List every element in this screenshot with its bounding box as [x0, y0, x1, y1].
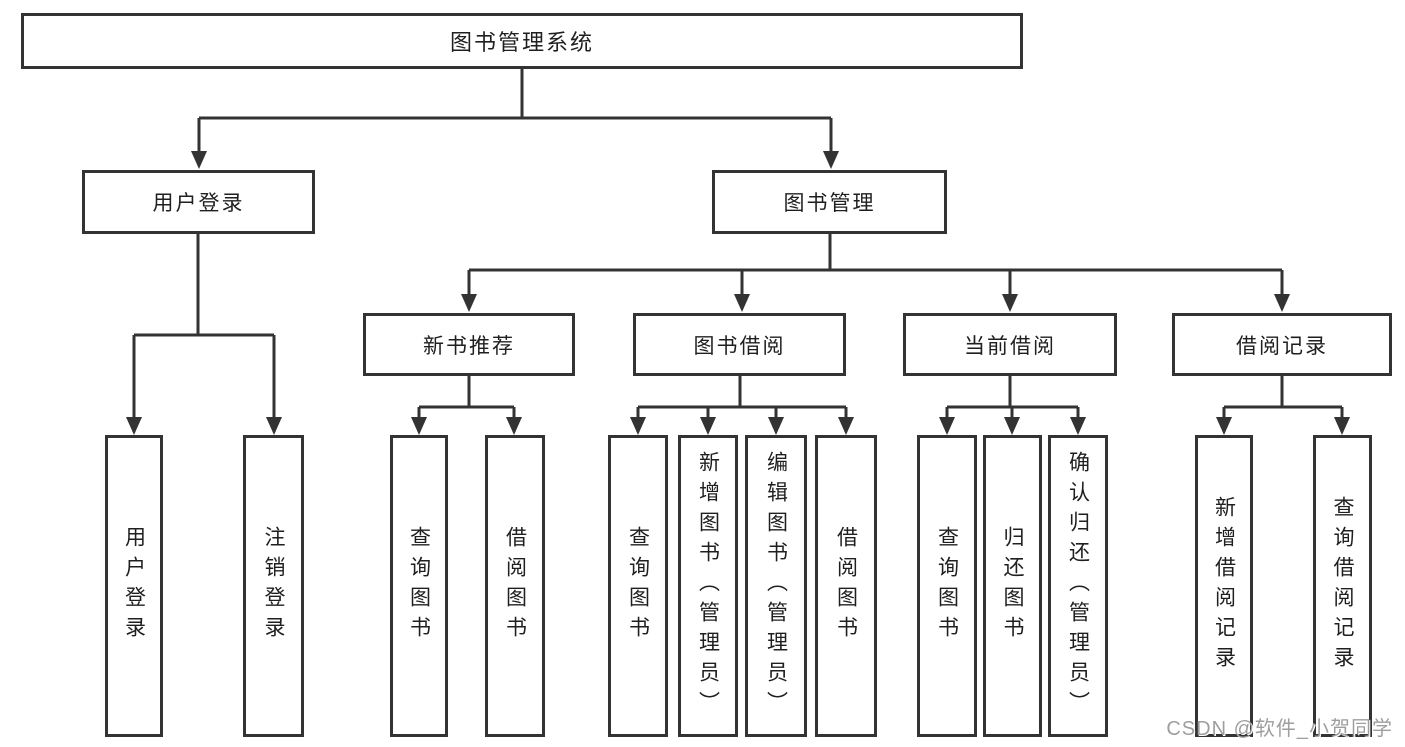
leaf-records-add-record: 新增借阅记录: [1195, 435, 1253, 737]
connector-book-borrow: [636, 376, 848, 424]
leaf-borrow-add-books-admin-label: 新增图书（管理员）: [696, 451, 720, 721]
leaf-current-return-books-label: 归还图书: [1001, 526, 1024, 646]
connector-current-borrow: [945, 376, 1080, 424]
leaf-borrow-edit-books-admin: 编辑图书（管理员）: [745, 435, 807, 737]
node-book-management: 图书管理: [712, 170, 947, 234]
connector-user-login: [132, 234, 276, 424]
leaf-records-query-record-label: 查询借阅记录: [1331, 496, 1354, 676]
leaf-borrow-query-books: 查询图书: [608, 435, 668, 737]
connector-book-management: [467, 234, 1284, 301]
connector-new-book-recommend: [417, 376, 516, 424]
leaf-records-query-record: 查询借阅记录: [1313, 435, 1372, 737]
leaf-borrow-query-books-label: 查询图书: [626, 526, 650, 646]
leaf-records-add-record-label: 新增借阅记录: [1212, 496, 1236, 676]
leaf-recommend-borrow-books: 借阅图书: [485, 435, 545, 737]
arrowheads: [126, 151, 1350, 435]
leaf-user-login: 用户登录: [105, 435, 163, 737]
node-library-management-system: 图书管理系统: [21, 13, 1023, 69]
node-borrow-records: 借阅记录: [1172, 313, 1392, 376]
node-user-login: 用户登录: [82, 170, 315, 234]
csdn-watermark: CSDN @软件_小贺同学: [1166, 718, 1393, 740]
leaf-borrow-add-books-admin: 新增图书（管理员）: [678, 435, 738, 737]
leaf-current-return-books: 归还图书: [983, 435, 1042, 737]
leaf-current-query-books: 查询图书: [917, 435, 977, 737]
leaf-current-confirm-return-admin-label: 确认归还（管理员）: [1066, 451, 1090, 721]
leaf-logout-login-label: 注销登录: [262, 526, 285, 646]
connector-root: [197, 69, 833, 158]
leaf-current-confirm-return-admin: 确认归还（管理员）: [1048, 435, 1108, 737]
leaf-logout-login: 注销登录: [243, 435, 304, 737]
node-current-borrow: 当前借阅: [903, 313, 1117, 376]
node-new-book-recommend: 新书推荐: [363, 313, 575, 376]
leaf-recommend-query-books-label: 查询图书: [407, 526, 431, 646]
leaf-current-query-books-label: 查询图书: [935, 526, 959, 646]
leaf-user-login-label: 用户登录: [122, 526, 146, 646]
connector-borrow-records: [1222, 376, 1344, 424]
leaf-recommend-borrow-books-label: 借阅图书: [503, 526, 527, 646]
leaf-borrow-borrow-books-label: 借阅图书: [834, 526, 858, 646]
node-book-borrow: 图书借阅: [633, 313, 846, 376]
leaf-borrow-edit-books-admin-label: 编辑图书（管理员）: [764, 451, 788, 721]
leaf-borrow-borrow-books: 借阅图书: [815, 435, 877, 737]
leaf-recommend-query-books: 查询图书: [390, 435, 448, 737]
